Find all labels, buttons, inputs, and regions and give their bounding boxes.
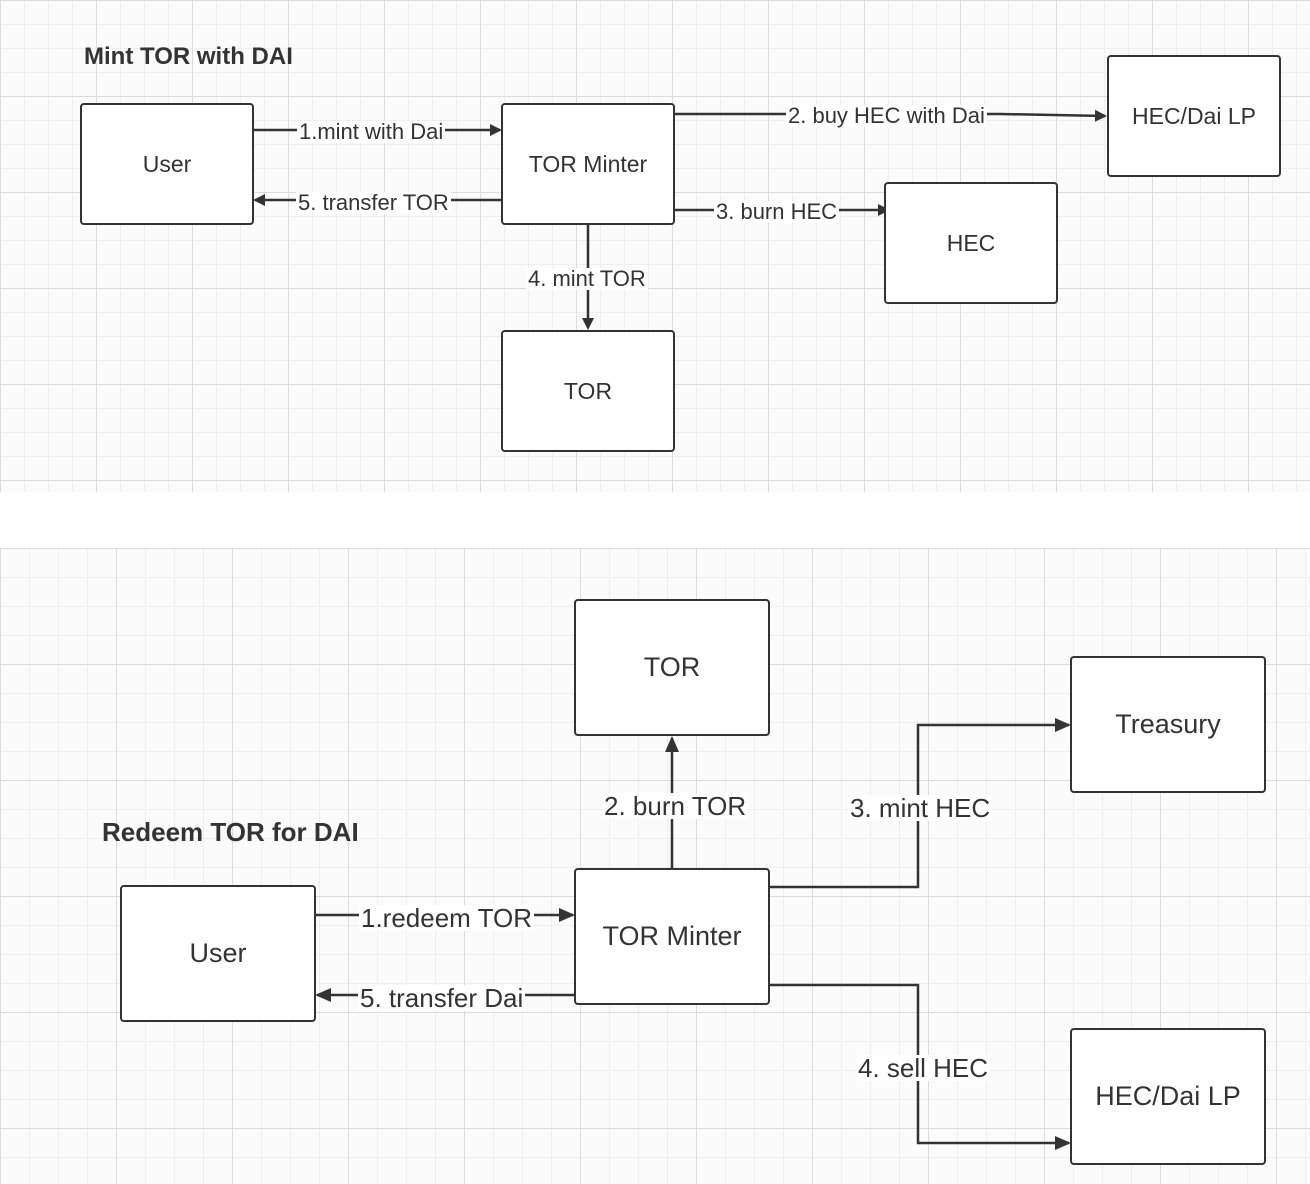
redeem-diagram-panel: Redeem TOR for DAI TOR Treasury User TOR…	[0, 548, 1310, 1184]
edge-label-buy-hec: 2. buy HEC with Dai	[786, 103, 987, 128]
node-hec-dai-lp: HEC/Dai LP	[1070, 1028, 1266, 1165]
edge-label-burn-tor: 2. burn TOR	[602, 791, 749, 821]
node-tor: TOR	[574, 599, 770, 736]
edge-label-mint-with-dai: 1.mint with Dai	[297, 119, 446, 144]
node-hec-dai-lp: HEC/Dai LP	[1107, 55, 1281, 177]
node-tor: TOR	[501, 330, 675, 452]
edge-label-transfer-dai: 5. transfer Dai	[358, 983, 526, 1013]
node-tor-minter-label: TOR Minter	[528, 150, 648, 177]
node-user-label: User	[142, 150, 192, 177]
node-tor-minter-label: TOR Minter	[602, 921, 742, 951]
edge-label-mint-hec: 3. mint HEC	[848, 793, 993, 823]
edge-label-redeem-tor: 1.redeem TOR	[359, 903, 535, 933]
node-tor-minter: TOR Minter	[501, 103, 675, 225]
node-tor-minter: TOR Minter	[574, 868, 770, 1005]
mint-diagram-panel: Mint TOR with DAI User TOR Minter HEC/Da…	[0, 0, 1310, 492]
edge-label-transfer-tor: 5. transfer TOR	[296, 190, 451, 215]
node-tor-label: TOR	[563, 377, 613, 404]
node-hec: HEC	[884, 182, 1058, 304]
node-hec-dai-lp-label: HEC/Dai LP	[1095, 1081, 1241, 1111]
node-user: User	[80, 103, 254, 225]
edge-label-sell-hec: 4. sell HEC	[856, 1053, 991, 1083]
node-treasury-label: Treasury	[1115, 709, 1221, 739]
edge-label-burn-hec: 3. burn HEC	[714, 199, 840, 224]
node-user-label: User	[189, 938, 247, 968]
node-hec-dai-lp-label: HEC/Dai LP	[1132, 102, 1256, 129]
edge-label-mint-tor: 4. mint TOR	[526, 266, 648, 291]
mint-diagram-title: Mint TOR with DAI	[84, 43, 293, 70]
node-user: User	[120, 885, 316, 1022]
redeem-diagram-title: Redeem TOR for DAI	[102, 817, 359, 847]
edge-buy-hec	[675, 109, 1107, 122]
node-hec-label: HEC	[946, 229, 996, 256]
node-tor-label: TOR	[643, 652, 701, 682]
node-treasury: Treasury	[1070, 656, 1266, 793]
